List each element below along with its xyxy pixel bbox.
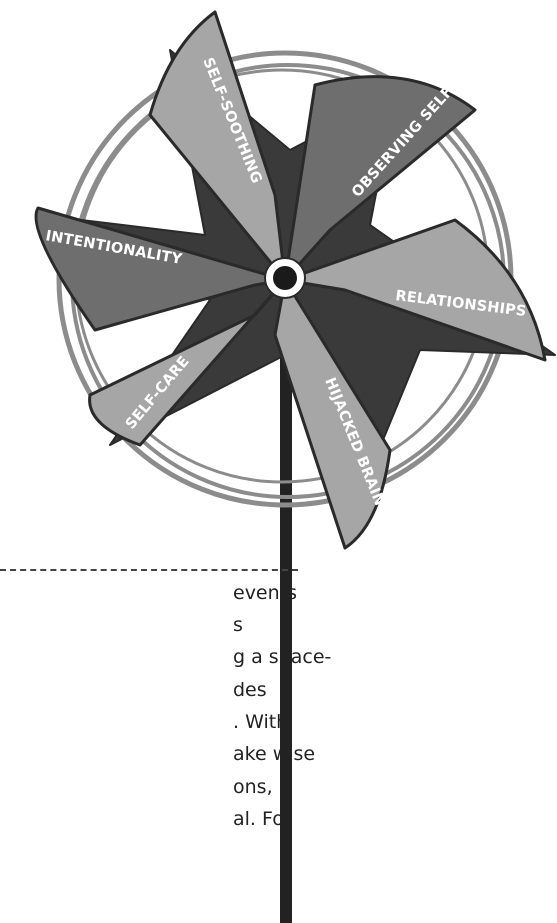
blade-self-care (88, 278, 287, 447)
blade-hijacked-brain (273, 278, 392, 550)
pinwheel-stick (280, 346, 292, 923)
blade-observing-self (283, 75, 477, 282)
pinwheel-hub (264, 257, 306, 299)
dashed-divider (0, 569, 298, 571)
blade-intentionality (34, 206, 287, 332)
blade-relationships (283, 218, 547, 362)
blade-self-soothing (148, 10, 287, 282)
